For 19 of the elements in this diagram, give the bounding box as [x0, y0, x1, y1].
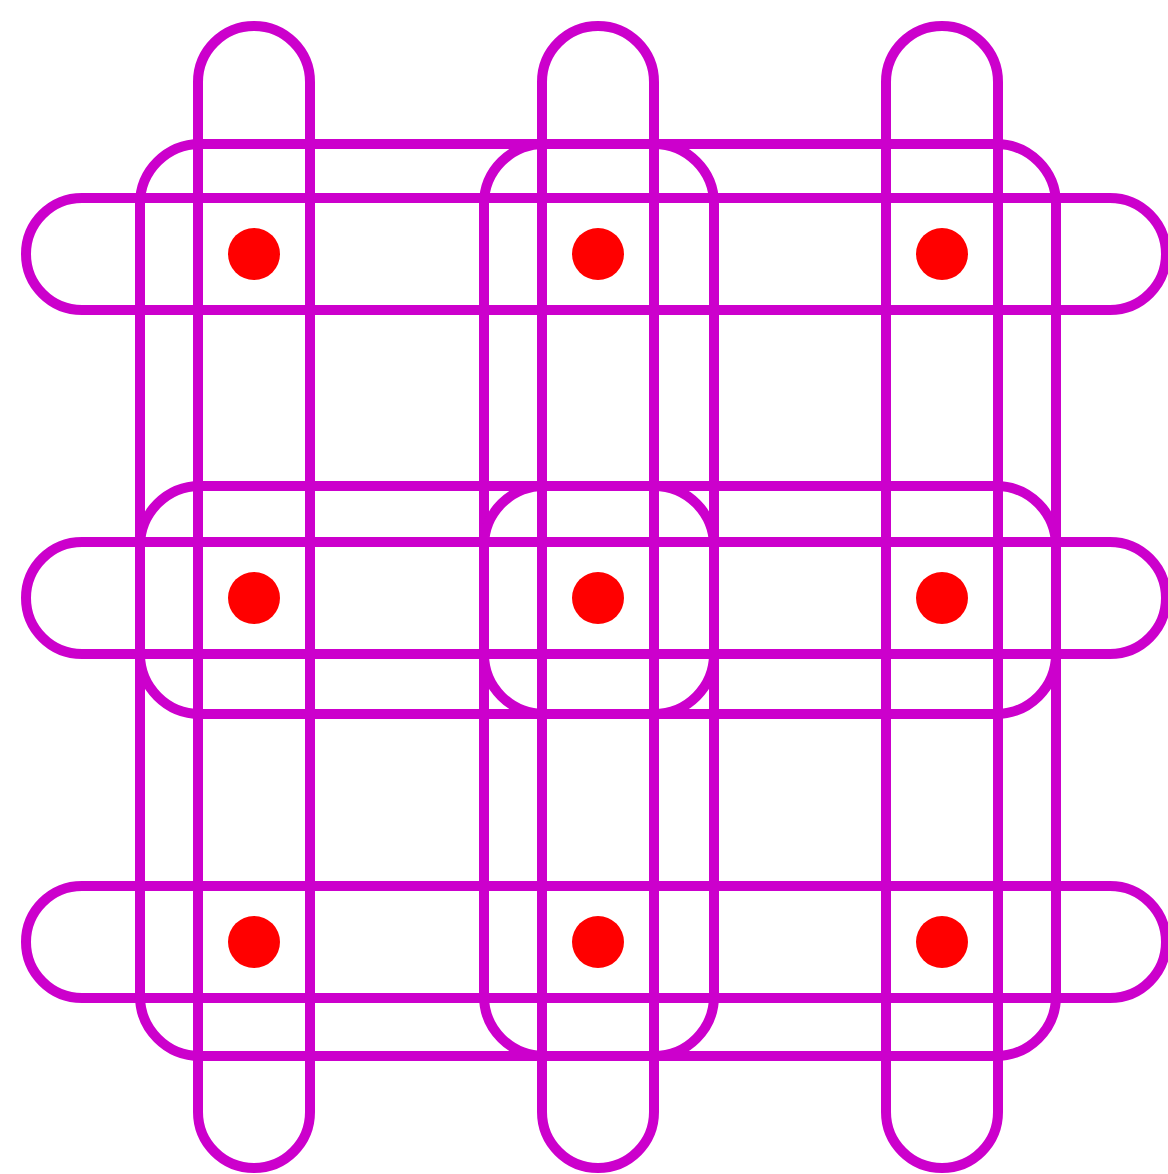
dot	[572, 572, 624, 624]
dot	[572, 228, 624, 280]
dot	[228, 228, 280, 280]
rounded-square	[135, 139, 719, 719]
dot	[916, 572, 968, 624]
rounded-band	[881, 21, 1003, 1173]
rounded-band	[193, 21, 315, 1173]
dot	[916, 916, 968, 968]
rounded-square	[479, 481, 1061, 1061]
dot	[228, 916, 280, 968]
rounded-band	[537, 21, 659, 1173]
dot	[228, 572, 280, 624]
rounded-band	[21, 881, 1168, 1003]
dot	[916, 228, 968, 280]
rounded-square	[135, 481, 719, 1061]
dot	[572, 916, 624, 968]
rounded-square	[479, 139, 1061, 719]
rounded-band	[21, 193, 1168, 315]
rounded-band	[21, 537, 1168, 659]
